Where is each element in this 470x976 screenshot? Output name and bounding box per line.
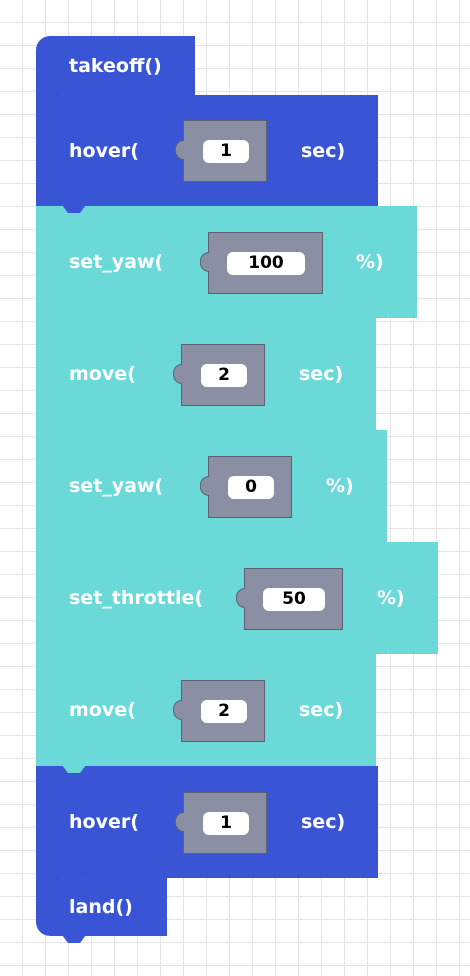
takeoff-label: takeoff()	[69, 54, 162, 77]
set-throttle-label: set_throttle(	[69, 587, 204, 609]
yaw-value-input[interactable]: 0	[228, 476, 274, 499]
set-yaw-label: set_yaw(	[69, 251, 164, 273]
yaw-slot[interactable]: 0	[200, 456, 292, 518]
yaw-value-input[interactable]: 100	[227, 252, 305, 275]
duration-value-input[interactable]: 1	[203, 140, 249, 163]
duration-slot[interactable]: 2	[173, 344, 265, 406]
set-yaw-unit-label: %)	[356, 251, 384, 273]
block-connector-tab	[62, 317, 86, 325]
set-throttle-block[interactable]: set_throttle( 50 %)	[36, 541, 438, 661]
move-block[interactable]: move( 2 sec)	[36, 317, 376, 437]
hover-label: hover(	[69, 811, 139, 833]
slot-puzzle-tab	[175, 140, 184, 160]
block-connector-tab	[62, 653, 86, 661]
slot-puzzle-tab	[200, 476, 209, 496]
set-yaw-unit-label: %)	[326, 475, 354, 497]
block-connector-tab	[62, 935, 86, 943]
block-connector-tab	[62, 541, 86, 549]
duration-value-input[interactable]: 2	[201, 364, 247, 387]
yaw-slot[interactable]: 100	[200, 232, 323, 294]
takeoff-block[interactable]: takeoff()	[36, 35, 195, 102]
duration-slot[interactable]: 1	[175, 792, 267, 854]
hover-unit-label: sec)	[301, 139, 346, 162]
duration-value-input[interactable]: 2	[201, 700, 247, 723]
throttle-value-input[interactable]: 50	[263, 588, 325, 611]
slot-puzzle-tab	[175, 812, 184, 832]
slot-puzzle-tab	[236, 588, 245, 608]
land-label: land()	[69, 896, 133, 918]
throttle-slot[interactable]: 50	[236, 568, 343, 630]
slot-puzzle-tab	[173, 700, 182, 720]
slot-puzzle-tab	[200, 252, 209, 272]
set-yaw-block[interactable]: set_yaw( 0 %)	[36, 429, 387, 549]
set-yaw-label: set_yaw(	[69, 475, 164, 497]
duration-value-input[interactable]: 1	[203, 812, 249, 835]
move-block[interactable]: move( 2 sec)	[36, 653, 376, 773]
set-throttle-unit-label: %)	[377, 587, 405, 609]
duration-slot[interactable]: 1	[175, 120, 267, 182]
hover-block[interactable]: hover( 1 sec)	[36, 94, 378, 213]
block-start-cap	[62, 35, 86, 42]
hover-block[interactable]: hover( 1 sec)	[36, 765, 378, 885]
block-connector-tab	[62, 94, 86, 102]
hover-unit-label: sec)	[301, 811, 346, 833]
move-unit-label: sec)	[299, 363, 344, 385]
set-yaw-block[interactable]: set_yaw( 100 %)	[36, 205, 417, 325]
block-connector-tab	[62, 877, 86, 885]
duration-slot[interactable]: 2	[173, 680, 265, 742]
hover-label: hover(	[69, 139, 139, 162]
slot-puzzle-tab	[173, 364, 182, 384]
block-connector-tab	[62, 205, 86, 213]
block-connector-tab	[62, 429, 86, 437]
block-connector-tab	[62, 765, 86, 773]
move-label: move(	[69, 363, 136, 385]
move-unit-label: sec)	[299, 699, 344, 721]
move-label: move(	[69, 699, 136, 721]
land-block[interactable]: land()	[36, 877, 167, 943]
